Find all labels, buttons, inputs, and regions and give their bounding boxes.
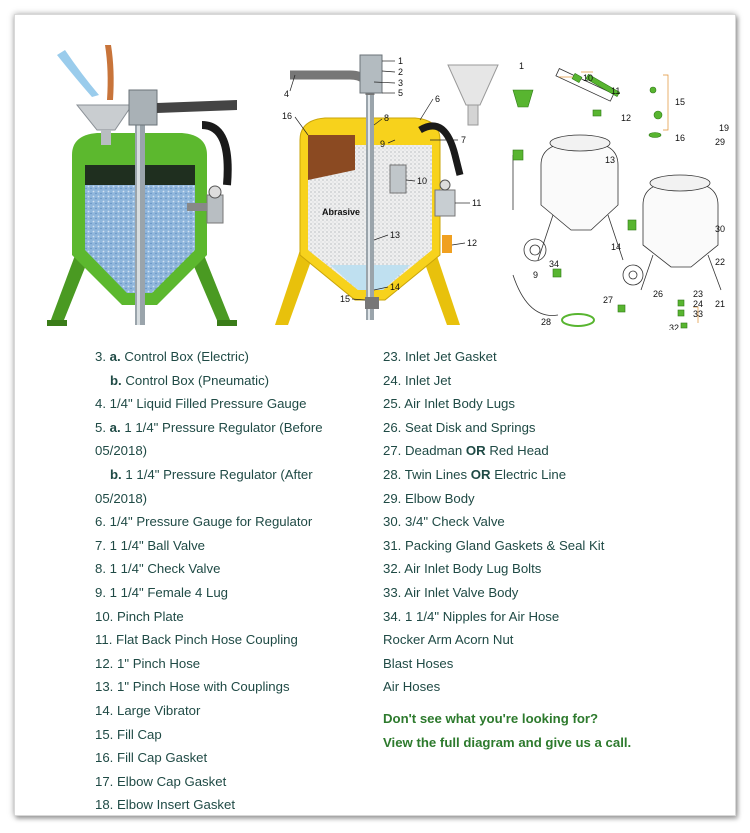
callout-34: 34 xyxy=(549,259,559,269)
callout-30: 30 xyxy=(715,224,725,234)
yellow-blast-pot-labeled-illustration: Abrasive 1 2 3 4 5 6 7 8 9 1 xyxy=(275,54,499,325)
callout-15: 15 xyxy=(340,294,350,304)
list-item[interactable]: 14. Large Vibrator xyxy=(95,702,201,718)
cta-call-link[interactable]: View the full diagram and give us a call… xyxy=(383,735,632,750)
callout-7: 7 xyxy=(461,135,466,145)
list-item[interactable]: 8. 1 1/4" Check Valve xyxy=(95,561,221,577)
contact-callout: Don't see what you're looking for? View … xyxy=(383,707,631,755)
callout-1: 1 xyxy=(519,61,524,71)
list-item[interactable]: 4. 1/4" Liquid Filled Pressure Gauge xyxy=(95,396,307,412)
cta-question: Don't see what you're looking for? xyxy=(383,711,599,726)
list-item[interactable]: 27. Deadman OR Red Head xyxy=(383,443,549,459)
list-item[interactable]: 29. Elbow Body xyxy=(383,490,475,506)
parts-list-left: 3. a. Control Box (Electric) b. Control … xyxy=(95,345,365,815)
list-item[interactable]: 5. a. 1 1/4" Pressure Regulator (Before xyxy=(95,419,323,435)
callout-23: 23 xyxy=(693,289,703,299)
callout-12: 12 xyxy=(621,113,631,123)
list-item[interactable]: 16. Fill Cap Gasket xyxy=(95,750,208,766)
callout-15: 15 xyxy=(675,97,685,107)
list-item[interactable]: b. Control Box (Pneumatic) xyxy=(110,372,270,388)
list-item[interactable]: 33. Air Inlet Valve Body xyxy=(383,584,519,600)
callout-5: 5 xyxy=(398,88,403,98)
list-item-continuation: 05/2018) xyxy=(95,490,148,506)
list-item[interactable]: 9. 1 1/4" Female 4 Lug xyxy=(95,584,228,600)
callout-10: 10 xyxy=(583,73,593,83)
callout-32: 32 xyxy=(669,323,679,330)
callout-22: 22 xyxy=(715,257,725,267)
callout-9: 9 xyxy=(380,139,385,149)
callout-11: 11 xyxy=(472,198,481,208)
callout-28: 28 xyxy=(541,317,551,327)
callout-16: 16 xyxy=(282,111,292,121)
callout-24: 24 xyxy=(693,299,703,309)
list-item[interactable]: b. 1 1/4" Pressure Regulator (After xyxy=(110,466,313,482)
abrasive-label: Abrasive xyxy=(322,207,360,217)
list-item[interactable]: 15. Fill Cap xyxy=(95,726,162,742)
list-item[interactable]: 6. 1/4" Pressure Gauge for Regulator xyxy=(95,514,313,530)
list-item[interactable]: Blast Hoses xyxy=(383,655,454,671)
callout-4: 4 xyxy=(284,89,289,99)
callout-33: 33 xyxy=(693,309,703,319)
list-item[interactable]: 25. Air Inlet Body Lugs xyxy=(383,396,515,412)
list-item[interactable]: 32. Air Inlet Body Lug Bolts xyxy=(383,561,542,577)
callout-9: 9 xyxy=(533,270,538,280)
list-item[interactable]: 17. Elbow Cap Gasket xyxy=(95,773,227,789)
callout-27: 27 xyxy=(603,295,613,305)
callout-21: 21 xyxy=(715,299,725,309)
list-item[interactable]: Rocker Arm Acorn Nut xyxy=(383,632,514,648)
callout-11: 11 xyxy=(611,86,620,96)
callout-12: 12 xyxy=(467,238,477,248)
list-item[interactable]: 23. Inlet Jet Gasket xyxy=(383,349,497,364)
callout-16: 16 xyxy=(675,133,685,143)
list-item-continuation: 05/2018) xyxy=(95,443,148,459)
list-item[interactable]: 11. Flat Back Pinch Hose Coupling xyxy=(95,632,298,648)
list-item[interactable]: 7. 1 1/4" Ball Valve xyxy=(95,537,206,553)
callout-29: 29 xyxy=(715,137,725,147)
callout-3: 3 xyxy=(398,78,403,88)
callout-13: 13 xyxy=(390,230,400,240)
callout-8: 8 xyxy=(384,113,389,123)
list-item[interactable]: 12. 1" Pinch Hose xyxy=(95,655,201,671)
list-item[interactable]: Air Hoses xyxy=(383,679,441,695)
list-item[interactable]: 24. Inlet Jet xyxy=(383,372,452,388)
exploded-parts-diagram: 1 10 11 12 13 14 15 16 19 21 22 23 24 26… xyxy=(512,61,729,330)
list-item[interactable]: 28. Twin Lines OR Electric Line xyxy=(383,466,567,482)
list-item[interactable]: 30. 3/4" Check Valve xyxy=(383,514,505,530)
callout-10: 10 xyxy=(417,176,427,186)
list-item[interactable]: 10. Pinch Plate xyxy=(95,608,184,624)
callout-2: 2 xyxy=(398,67,403,77)
list-item[interactable]: 3. a. Control Box (Electric) xyxy=(95,349,249,364)
callout-1: 1 xyxy=(398,56,403,66)
page-frame: Abrasive 1 2 3 4 5 6 7 8 9 1 xyxy=(14,14,736,816)
callout-14: 14 xyxy=(611,242,621,252)
callout-14: 14 xyxy=(390,282,400,292)
parts-list-right: 23. Inlet Jet Gasket 24. Inlet Jet 25. A… xyxy=(383,345,703,699)
list-item[interactable]: 18. Elbow Insert Gasket xyxy=(95,797,236,813)
callout-13: 13 xyxy=(605,155,615,165)
list-item[interactable]: 13. 1" Pinch Hose with Couplings xyxy=(95,679,290,695)
list-item[interactable]: 31. Packing Gland Gaskets & Seal Kit xyxy=(383,537,605,553)
list-item[interactable]: 34. 1 1/4" Nipples for Air Hose xyxy=(383,608,560,624)
callout-6: 6 xyxy=(435,94,440,104)
green-blast-pot-illustration xyxy=(47,45,237,326)
callout-26: 26 xyxy=(653,289,663,299)
callout-19: 19 xyxy=(719,123,729,133)
list-item[interactable]: 26. Seat Disk and Springs xyxy=(383,419,536,435)
